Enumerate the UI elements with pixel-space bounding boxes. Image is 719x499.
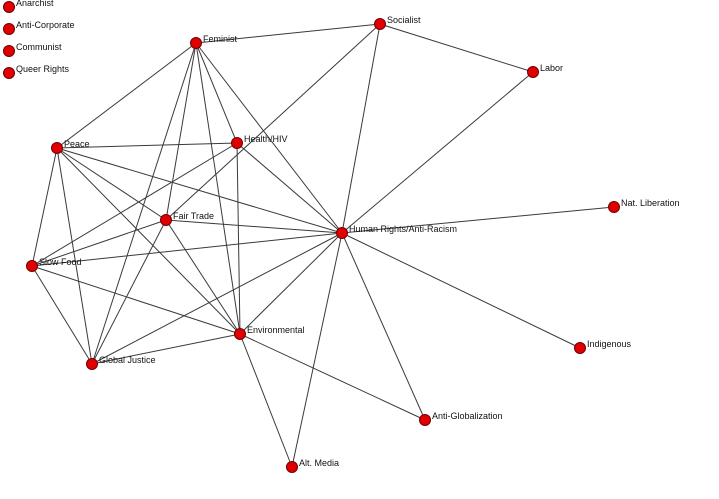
edge-feminist-fairtrade [165, 42, 197, 221]
edge-feminist-healthhiv [195, 42, 238, 144]
node-environmental: Environmental [234, 325, 305, 340]
node-peace: Peace [51, 139, 90, 154]
edge-fairtrade-environmental [165, 219, 241, 335]
edge-peace-slowfood [31, 147, 58, 267]
edge-environmental-antiglobalization [239, 333, 426, 421]
node-antiglobalization: Anti-Globalization [419, 411, 503, 426]
node-label-fairtrade: Fair Trade [173, 211, 214, 221]
node-dot-globaljustice [86, 358, 98, 370]
edge-humanrights-natliberation [341, 206, 615, 234]
node-label-natliberation: Nat. Liberation [621, 198, 680, 208]
node-humanrights: Human Rights/Anti-Racism [336, 224, 457, 239]
isolate-dot-communist [3, 45, 15, 57]
edge-feminist-humanrights [195, 42, 343, 234]
edge-feminist-globaljustice [91, 42, 197, 365]
node-dot-fairtrade [160, 214, 172, 226]
node-slowfood: Slow Food [26, 257, 82, 272]
edge-healthhiv-environmental [236, 142, 241, 335]
node-dot-socialist [374, 18, 386, 30]
edge-feminist-environmental [195, 42, 241, 335]
node-label-indigenous: Indigenous [587, 339, 632, 349]
node-dot-indigenous [574, 342, 586, 354]
edge-environmental-globaljustice [91, 333, 241, 365]
edge-humanrights-antiglobalization [341, 232, 426, 421]
node-fairtrade: Fair Trade [160, 211, 214, 226]
isolate-node-communist: Communist [3, 42, 62, 57]
edge-peace-environmental [56, 147, 241, 335]
node-altmedia: Alt. Media [286, 458, 339, 473]
edge-peace-globaljustice [56, 147, 93, 365]
edge-layer [31, 23, 615, 468]
isolate-label-queer-rights: Queer Rights [16, 64, 70, 74]
node-dot-antiglobalization [419, 414, 431, 426]
edge-humanrights-indigenous [341, 232, 581, 349]
node-label-humanrights: Human Rights/Anti-Racism [349, 224, 457, 234]
edge-feminist-socialist [195, 23, 381, 44]
edge-humanrights-environmental [239, 232, 343, 335]
node-socialist: Socialist [374, 15, 421, 30]
node-globaljustice: Global Justice [86, 355, 156, 370]
edge-fairtrade-slowfood [31, 219, 167, 267]
isolate-node-anarchist: Anarchist [3, 0, 54, 13]
edge-feminist-peace [56, 42, 197, 149]
node-dot-natliberation [608, 201, 620, 213]
node-label-labor: Labor [540, 63, 563, 73]
node-dot-peace [51, 142, 63, 154]
edge-humanrights-altmedia [291, 232, 343, 468]
isolate-label-anti-corporate: Anti-Corporate [16, 20, 75, 30]
node-label-altmedia: Alt. Media [299, 458, 339, 468]
node-label-socialist: Socialist [387, 15, 421, 25]
node-dot-labor [527, 66, 539, 78]
isolate-label-anarchist: Anarchist [16, 0, 54, 8]
node-dot-slowfood [26, 260, 38, 272]
edge-socialist-labor [379, 23, 534, 73]
edge-humanrights-slowfood [31, 232, 343, 267]
edge-fairtrade-humanrights [165, 219, 343, 234]
node-label-slowfood: Slow Food [39, 257, 82, 267]
node-label-antiglobalization: Anti-Globalization [432, 411, 503, 421]
node-labor: Labor [527, 63, 563, 78]
node-label-feminist: Feminist [203, 34, 238, 44]
node-indigenous: Indigenous [574, 339, 632, 354]
edge-humanrights-globaljustice [91, 232, 343, 365]
isolate-dot-anti-corporate [3, 23, 15, 35]
node-dot-altmedia [286, 461, 298, 473]
edge-healthhiv-humanrights [236, 142, 343, 234]
node-label-peace: Peace [64, 139, 90, 149]
node-feminist: Feminist [190, 34, 238, 49]
isolate-label-communist: Communist [16, 42, 62, 52]
node-label-healthhiv: Health/HIV [244, 134, 288, 144]
edge-labor-humanrights [341, 71, 534, 234]
edge-healthhiv-slowfood [31, 142, 238, 267]
node-label-globaljustice: Global Justice [99, 355, 156, 365]
edge-environmental-altmedia [239, 333, 293, 468]
isolate-node-anti-corporate: Anti-Corporate [3, 20, 75, 35]
edge-peace-fairtrade [56, 147, 167, 221]
node-healthhiv: Health/HIV [231, 134, 288, 149]
node-natliberation: Nat. Liberation [608, 198, 680, 213]
edge-peace-humanrights [56, 147, 343, 234]
node-dot-feminist [190, 37, 202, 49]
edge-slowfood-environmental [31, 265, 241, 335]
node-dot-humanrights [336, 227, 348, 239]
edge-socialist-humanrights [341, 23, 381, 234]
node-label-environmental: Environmental [247, 325, 305, 335]
isolate-node-queer-rights: Queer Rights [3, 64, 70, 79]
edge-socialist-fairtrade [165, 23, 381, 221]
node-dot-healthhiv [231, 137, 243, 149]
edge-slowfood-globaljustice [31, 265, 93, 365]
node-dot-environmental [234, 328, 246, 340]
edge-peace-healthhiv [56, 142, 238, 149]
isolate-dot-anarchist [3, 1, 15, 13]
edge-fairtrade-globaljustice [91, 219, 167, 365]
isolate-dot-queer-rights [3, 67, 15, 79]
